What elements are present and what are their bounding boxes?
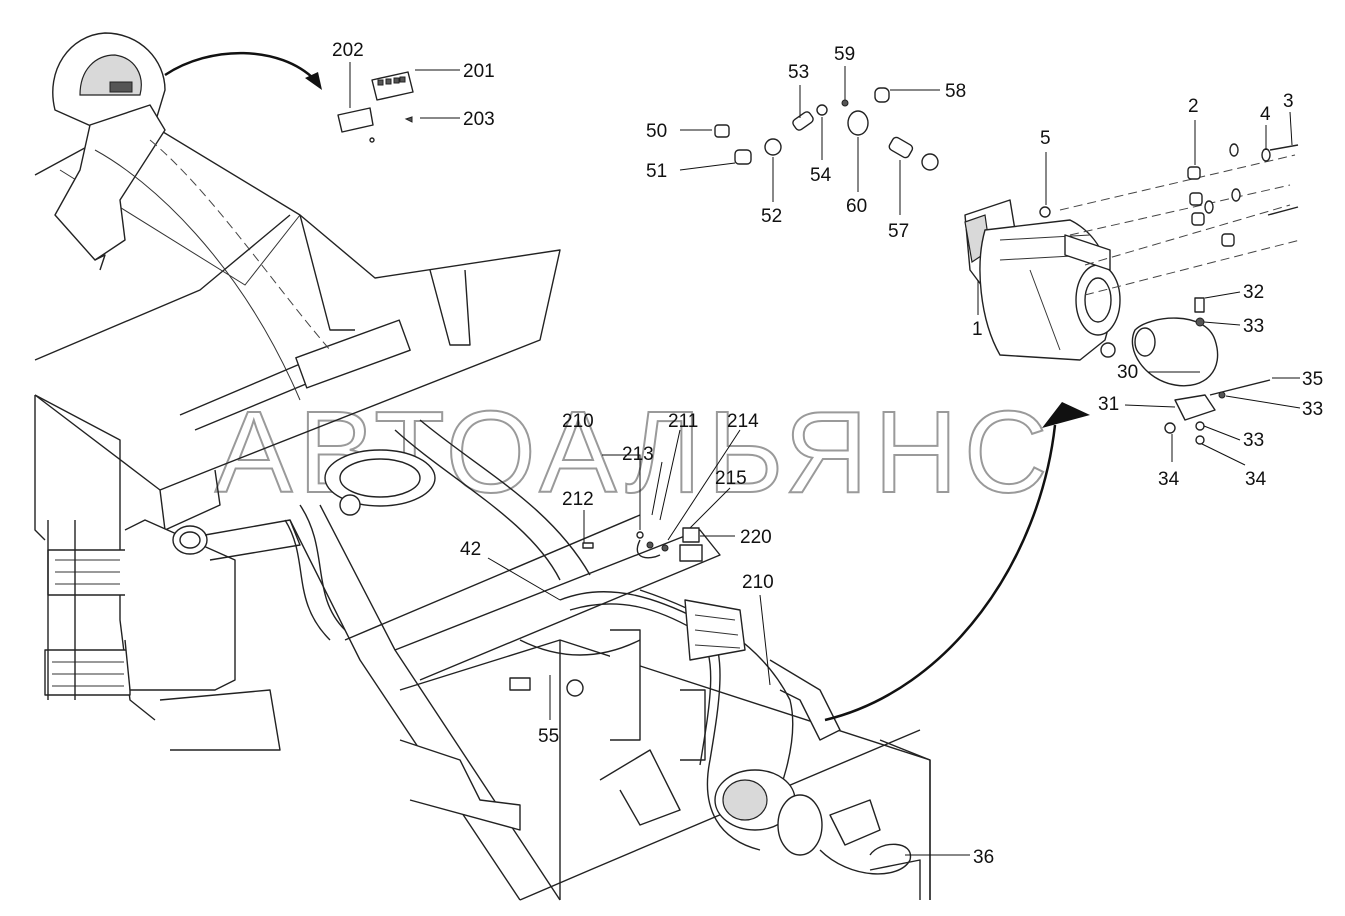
part-label-2: 2 bbox=[1188, 96, 1199, 117]
part-label-5: 5 bbox=[1040, 128, 1051, 149]
part-label-203: 203 bbox=[463, 109, 495, 130]
part-label-213: 213 bbox=[622, 444, 654, 465]
part-label-214: 214 bbox=[727, 411, 759, 432]
part-label-31: 31 bbox=[1098, 394, 1119, 415]
part-label-33a: 33 bbox=[1243, 316, 1264, 337]
dashboard-console-drawing bbox=[52, 32, 331, 401]
part-label-3: 3 bbox=[1283, 91, 1294, 112]
part-label-53: 53 bbox=[788, 62, 809, 83]
part-label-30: 30 bbox=[1117, 362, 1138, 383]
part-label-34b: 34 bbox=[1245, 469, 1267, 490]
part-label-1: 1 bbox=[972, 319, 983, 340]
part-label-4: 4 bbox=[1260, 104, 1271, 125]
part-label-210a: 210 bbox=[562, 411, 594, 432]
arrow-right-head bbox=[1042, 402, 1090, 428]
arrow-right bbox=[824, 424, 1057, 722]
arrow-top bbox=[164, 51, 316, 81]
part-label-32: 32 bbox=[1243, 282, 1264, 303]
wiring-parts-211-220 bbox=[582, 527, 703, 562]
part-label-210b: 210 bbox=[742, 572, 774, 593]
controller-parts-201-203 bbox=[337, 71, 414, 143]
part-label-60: 60 bbox=[846, 196, 867, 217]
part-label-58: 58 bbox=[945, 81, 966, 102]
part-label-35: 35 bbox=[1302, 369, 1323, 390]
part-label-215: 215 bbox=[715, 468, 747, 489]
part-label-42: 42 bbox=[460, 539, 481, 560]
part-label-55: 55 bbox=[538, 726, 559, 747]
part-label-54: 54 bbox=[810, 165, 832, 186]
arrow-top-head bbox=[305, 72, 322, 90]
part-label-59: 59 bbox=[834, 44, 855, 65]
part-label-33c: 33 bbox=[1243, 430, 1264, 451]
part-label-52: 52 bbox=[761, 206, 782, 227]
part-label-33b: 33 bbox=[1302, 399, 1323, 420]
leader-lines bbox=[349, 62, 1301, 856]
part-label-202: 202 bbox=[332, 40, 364, 61]
heater-unit-drawing bbox=[964, 143, 1301, 445]
part-labels: 202 201 203 59 53 58 50 51 54 52 60 57 5… bbox=[332, 40, 1323, 868]
part-label-212: 212 bbox=[562, 489, 594, 510]
part-label-57: 57 bbox=[888, 221, 909, 242]
cab-floor-drawing bbox=[34, 117, 931, 901]
fuel-parts-50-60 bbox=[714, 87, 939, 171]
part-label-201: 201 bbox=[463, 61, 495, 82]
part-label-51: 51 bbox=[646, 161, 667, 182]
part-label-220: 220 bbox=[740, 527, 772, 548]
part-label-36: 36 bbox=[973, 847, 994, 868]
part-label-34a: 34 bbox=[1158, 469, 1180, 490]
part-label-50: 50 bbox=[646, 121, 667, 142]
part-label-211: 211 bbox=[668, 411, 698, 432]
